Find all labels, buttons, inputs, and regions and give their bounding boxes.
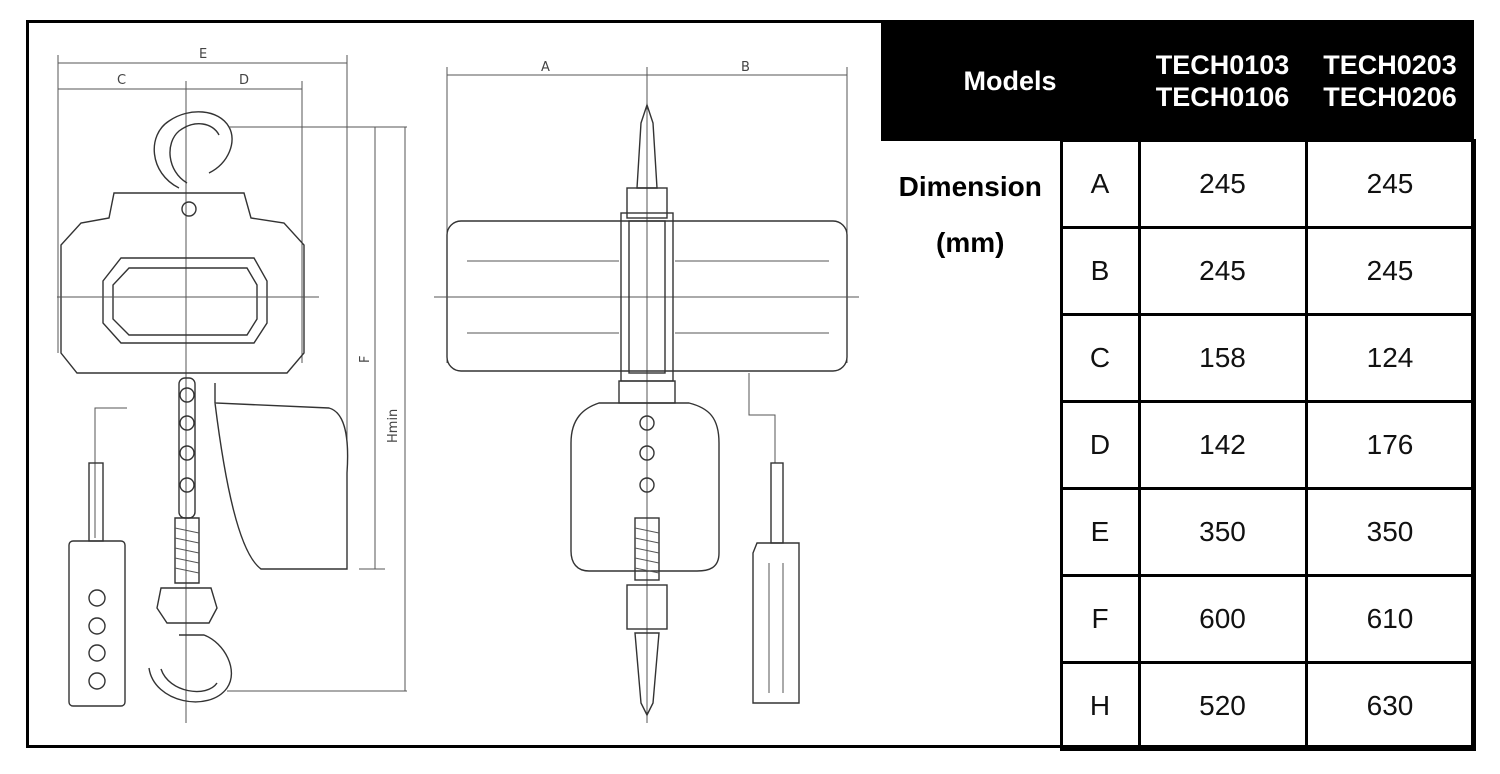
row-value-model-2: 630: [1304, 661, 1476, 751]
dim-label-e: E: [199, 47, 207, 62]
dim-label-f: F: [358, 356, 373, 363]
row-value-model-2: 610: [1304, 574, 1476, 664]
model-column-2-line2: TECH0206: [1323, 82, 1457, 112]
model-column-1-header: TECH0103 TECH0106: [1139, 23, 1307, 141]
row-value-model-2: 245: [1304, 139, 1476, 229]
row-value-model-1: 350: [1137, 487, 1308, 577]
table-row: B 245 245: [881, 226, 1476, 316]
table-row: D 142 176: [881, 400, 1476, 490]
dim-label-h: Hmin: [386, 409, 401, 443]
table-row: C 158 124: [881, 313, 1476, 403]
table-row: H 520 630: [881, 661, 1476, 751]
table-row: F 600 610: [881, 574, 1476, 664]
model-column-2-header: TECH0203 TECH0206: [1306, 23, 1475, 141]
unit-label: (mm): [936, 226, 1005, 258]
row-value-model-1: 600: [1137, 574, 1308, 664]
dimension-label-cell: Dimension (mm): [881, 140, 1063, 750]
row-key: F: [1059, 574, 1141, 664]
row-value-model-2: 176: [1304, 400, 1476, 490]
model-column-2-line1: TECH0203: [1323, 50, 1457, 80]
dim-label-b: B: [741, 60, 750, 75]
row-key: H: [1059, 661, 1141, 751]
row-value-model-2: 350: [1304, 487, 1476, 577]
dim-label-c: C: [117, 73, 126, 88]
row-value-model-2: 245: [1304, 226, 1476, 316]
row-value-model-2: 124: [1304, 313, 1476, 403]
row-value-model-1: 158: [1137, 313, 1308, 403]
hoist-drawing-svg: E C D: [57, 47, 859, 723]
row-value-model-1: 245: [1137, 139, 1308, 229]
row-key: D: [1059, 400, 1141, 490]
row-value-model-1: 142: [1137, 400, 1308, 490]
row-key: A: [1059, 139, 1141, 229]
table-row: Dimension (mm) A 245 245: [881, 139, 1476, 750]
row-value-model-1: 520: [1137, 661, 1308, 751]
dim-label-d: D: [239, 73, 249, 88]
table-header-row: Models TECH0103 TECH0106 TECH0203 TECH02…: [881, 23, 1475, 141]
model-column-1-line2: TECH0106: [1155, 82, 1290, 112]
spec-sheet-frame: E C D: [26, 20, 1476, 751]
model-column-1-line1: TECH0103: [1155, 50, 1290, 80]
dimension-table: Models TECH0103 TECH0106 TECH0203 TECH02…: [881, 23, 1476, 751]
dim-label-a: A: [541, 60, 550, 75]
hoist-technical-drawing: E C D: [29, 23, 881, 745]
row-key: B: [1059, 226, 1141, 316]
row-value-model-1: 245: [1137, 226, 1308, 316]
dimension-label: Dimension: [898, 170, 1042, 202]
models-header: Models: [881, 23, 1140, 141]
row-key: E: [1059, 487, 1141, 577]
row-key: C: [1059, 313, 1141, 403]
table-row: E 350 350: [881, 487, 1476, 577]
